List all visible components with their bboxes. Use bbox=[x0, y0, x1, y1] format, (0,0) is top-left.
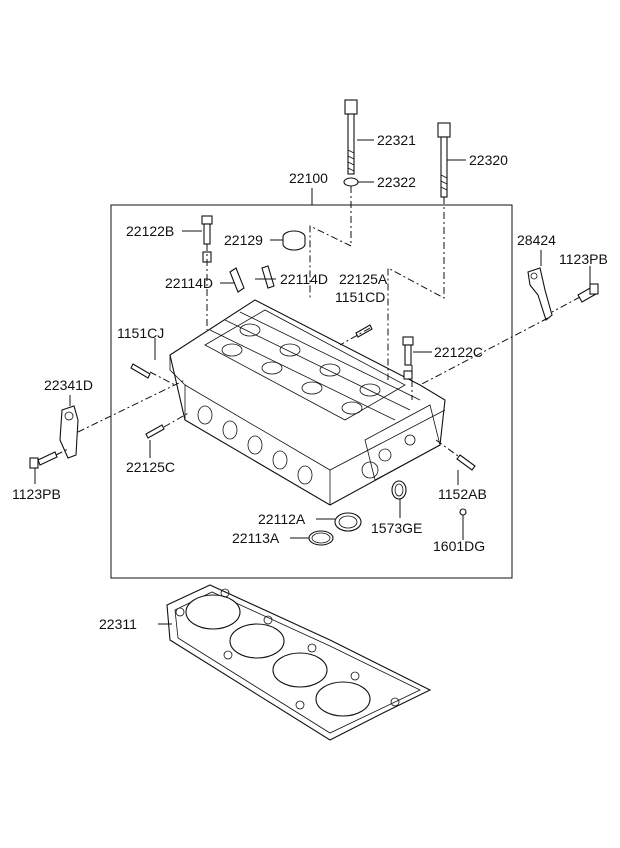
label-1152AB: 1152AB bbox=[438, 486, 487, 502]
label-1151CJ: 1151CJ bbox=[117, 325, 164, 341]
label-22322: 22322 bbox=[377, 174, 416, 190]
label-22125A: 22125A bbox=[339, 271, 388, 287]
stud-1152AB bbox=[456, 454, 476, 471]
cylinder-head bbox=[169, 299, 446, 506]
label-22311: 22311 bbox=[99, 616, 137, 632]
label-1151CD: 1151CD bbox=[335, 289, 385, 305]
bracket-28424 bbox=[527, 267, 553, 321]
dowel-22114D-pair bbox=[229, 265, 275, 293]
label-22129: 22129 bbox=[224, 232, 263, 248]
label-1123PB-right: 1123PB bbox=[559, 251, 608, 267]
seal-22112A bbox=[334, 512, 362, 532]
bolt-1123PB-left bbox=[29, 451, 58, 469]
bolt-22321 bbox=[344, 99, 358, 175]
label-22122C: 22122C bbox=[434, 344, 483, 360]
part-labels: 22321 22320 22322 22100 22122B 22129 221… bbox=[12, 132, 608, 632]
label-1123PB-left: 1123PB bbox=[12, 486, 61, 502]
bolt-22122C bbox=[402, 336, 414, 380]
bolt-22320 bbox=[437, 122, 451, 198]
seal-1573GE bbox=[391, 480, 407, 500]
label-22113A: 22113A bbox=[232, 530, 280, 546]
label-1601DG: 1601DG bbox=[433, 538, 485, 554]
label-22114D-right: 22114D bbox=[280, 271, 328, 287]
plug-1601DG bbox=[459, 508, 467, 516]
label-22100: 22100 bbox=[289, 170, 328, 186]
label-28424: 28424 bbox=[517, 232, 556, 248]
label-22341D: 22341D bbox=[44, 377, 93, 393]
label-22112A: 22112A bbox=[258, 511, 306, 527]
bolt-22122B bbox=[201, 215, 213, 245]
label-22321: 22321 bbox=[377, 132, 416, 148]
ring-22113A bbox=[308, 530, 334, 546]
stud-1151CJ bbox=[130, 363, 151, 379]
leader-lines bbox=[34, 139, 591, 625]
label-22125C: 22125C bbox=[126, 459, 175, 475]
head-gasket-22311 bbox=[166, 584, 432, 741]
alignment-lines bbox=[55, 186, 581, 457]
label-1573GE: 1573GE bbox=[371, 520, 422, 536]
stud-22125C bbox=[145, 424, 165, 439]
bracket-22341D bbox=[59, 405, 79, 459]
label-22114D-left: 22114D bbox=[165, 275, 213, 291]
washer-22322 bbox=[343, 177, 359, 187]
label-22122B: 22122B bbox=[126, 223, 174, 239]
bolt-1123PB-right bbox=[577, 283, 599, 303]
plug-22129 bbox=[282, 230, 306, 251]
label-22320: 22320 bbox=[469, 152, 508, 168]
